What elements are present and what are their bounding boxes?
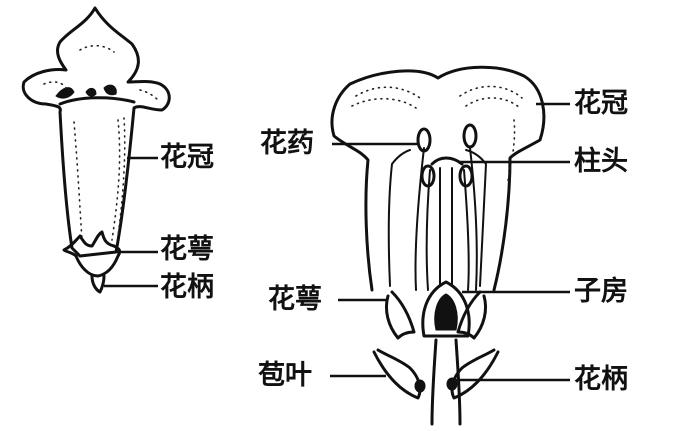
left-corolla-shading — [43, 44, 159, 241]
right-calyx-right — [456, 290, 488, 340]
right-stamen-filament-2 — [425, 169, 431, 291]
right-stamen-filament-1 — [414, 147, 425, 291]
left-pedicel — [90, 274, 106, 294]
right-corolla-label: 花冠 — [574, 88, 628, 119]
left-throat-blotches — [55, 84, 117, 99]
right-stamen-filament-3 — [469, 147, 478, 291]
right-bract-left — [372, 348, 422, 400]
right-stamen-filament-4 — [463, 169, 470, 291]
right-pedicel-label: 花柄 — [574, 364, 628, 395]
right-anther-2 — [462, 123, 478, 149]
right-anther-1 — [416, 127, 432, 153]
left-corolla-rim — [58, 96, 136, 106]
right-calyx-left — [384, 290, 416, 340]
left-flower-drawing — [21, 6, 171, 294]
left-pedicel-label: 花柄 — [160, 272, 214, 303]
right-style — [439, 167, 453, 285]
right-corolla-inner-left — [387, 149, 411, 287]
left-corolla-label: 花冠 — [160, 142, 214, 173]
right-pedicel — [430, 338, 462, 426]
right-calyx-label: 花萼 — [268, 284, 322, 315]
right-stigma — [430, 156, 464, 166]
right-anther-label: 花药 — [260, 128, 314, 159]
right-corolla-inner-right — [465, 149, 487, 287]
right-ovary-core — [434, 293, 458, 331]
right-ovary-wall — [421, 280, 471, 338]
right-corolla-outline — [330, 65, 546, 292]
left-calyx — [62, 230, 122, 278]
right-ovary-label: 子房 — [574, 276, 628, 307]
left-calyx-label: 花萼 — [160, 234, 214, 265]
right-stigma-label: 柱头 — [574, 146, 628, 177]
left-corolla-outline — [21, 6, 171, 258]
right-section-drawing — [330, 65, 546, 426]
right-anther-3 — [420, 164, 436, 188]
right-bract-label: 苞叶 — [258, 360, 312, 391]
right-node-right — [446, 377, 458, 391]
right-node-left — [414, 379, 426, 393]
right-anther-4 — [458, 164, 474, 188]
right-corolla-shading — [351, 85, 523, 181]
